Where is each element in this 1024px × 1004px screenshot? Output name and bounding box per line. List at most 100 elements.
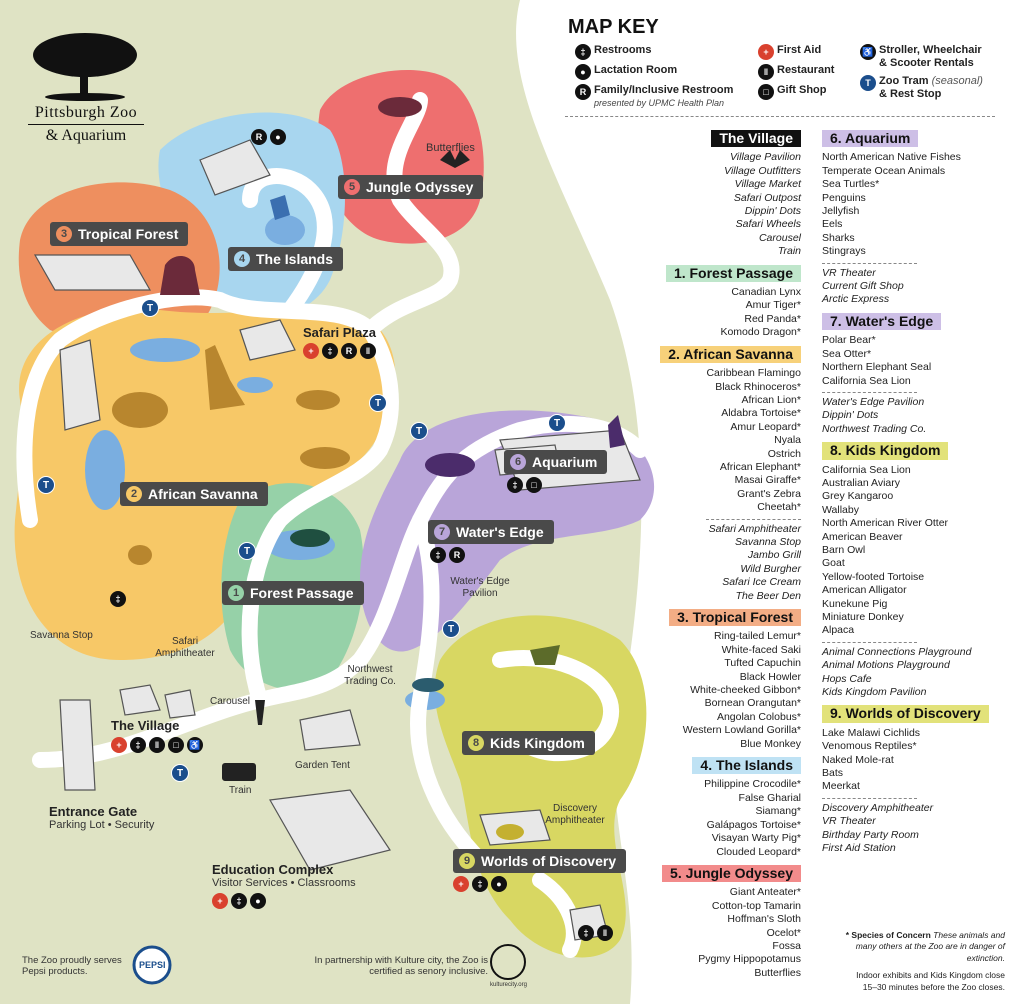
- restrooms-icon[interactable]: ‡: [430, 547, 446, 563]
- legend-venue: Arctic Express: [822, 293, 890, 306]
- snake-icon: [496, 824, 524, 840]
- tram-stop-icon[interactable]: T: [442, 620, 460, 638]
- legend-item: Dippin' Dots: [744, 205, 801, 218]
- tram-stop-icon[interactable]: T: [369, 394, 387, 412]
- restaurant-icon[interactable]: ‖: [149, 737, 165, 753]
- legend-item: California Sea Lion: [822, 374, 911, 387]
- legend-venue: VR Theater: [822, 815, 876, 828]
- legend-header[interactable]: 4. The Islands: [692, 757, 801, 775]
- tram-stop-icon[interactable]: T: [238, 542, 256, 560]
- lactation-room-icon[interactable]: ●: [491, 876, 507, 892]
- legend-item: Village Pavilion: [729, 151, 801, 164]
- key-restrooms: ‡Restrooms: [575, 44, 651, 60]
- islands-amenities: R●: [251, 129, 289, 145]
- lactation-room-icon[interactable]: ●: [250, 893, 266, 909]
- zone-number: 8: [468, 735, 484, 751]
- tram-stop-icon[interactable]: T: [548, 414, 566, 432]
- logo-line2: & Aquarium: [45, 127, 127, 144]
- zone-number: 6: [510, 454, 526, 470]
- legend-item: California Sea Lion: [822, 463, 911, 476]
- sea-lion-icon: [412, 678, 444, 692]
- legend-header[interactable]: 3. Tropical Forest: [669, 609, 801, 627]
- legend-header[interactable]: 5. Jungle Odyssey: [662, 864, 801, 883]
- rhino-icon: [300, 447, 350, 469]
- legend-item: Train: [777, 245, 801, 258]
- zone-label-aquarium[interactable]: 6 Aquarium: [504, 450, 608, 474]
- first-aid-icon[interactable]: +: [453, 876, 469, 892]
- tram-stop-icon[interactable]: T: [410, 422, 428, 440]
- legend-item: Yellow-footed Tortoise: [822, 570, 925, 583]
- tram-stop-icon[interactable]: T: [141, 299, 159, 317]
- restrooms-icon[interactable]: ‡: [110, 591, 126, 607]
- family-restroom-icon[interactable]: R: [449, 547, 465, 563]
- family-restroom-icon[interactable]: R: [251, 129, 267, 145]
- legend-item: Amur Leopard*: [730, 420, 801, 433]
- tram-stop-icon[interactable]: T: [171, 764, 189, 782]
- legend-header[interactable]: 1. Forest Passage: [665, 264, 801, 283]
- family-restroom-icon[interactable]: R: [341, 343, 357, 359]
- legend-item: Bornean Orangutan*: [704, 697, 801, 710]
- restrooms-icon[interactable]: ‡: [472, 876, 488, 892]
- restrooms-icon[interactable]: ‡: [130, 737, 146, 753]
- legend-header[interactable]: The Village: [711, 130, 801, 148]
- first-aid-icon[interactable]: +: [111, 737, 127, 753]
- restaurant-icon[interactable]: ‖: [360, 343, 376, 359]
- legend-venue: Animal Connections Playground: [822, 645, 972, 658]
- legend-item: Tufted Capuchin: [724, 657, 801, 670]
- legend-header[interactable]: 6. Aquarium: [822, 130, 919, 148]
- legend-item: Meerkat: [822, 780, 860, 793]
- legend-item: Fossa: [772, 939, 801, 952]
- restrooms-icon[interactable]: ‡: [507, 477, 523, 493]
- legend-header[interactable]: 9. Worlds of Discovery: [822, 705, 989, 723]
- key-text: First Aid: [777, 44, 822, 56]
- gift-shop-icon[interactable]: □: [168, 737, 184, 753]
- legend-item: American Beaver: [822, 530, 903, 543]
- tram-stop-icon[interactable]: T: [37, 476, 55, 494]
- legend-venue: Birthday Party Room: [822, 828, 919, 841]
- lactation-room-icon[interactable]: ●: [270, 129, 286, 145]
- stroller-icon[interactable]: ♿: [187, 737, 203, 753]
- restaurant-icon[interactable]: ‖: [597, 925, 613, 941]
- legend-header[interactable]: 2. African Savanna: [660, 345, 801, 364]
- legend-venue: VR Theater: [822, 266, 876, 279]
- legend-header[interactable]: 8. Kids Kingdom: [822, 442, 949, 460]
- legend-item: Cheetah*: [757, 501, 801, 514]
- kids-pavilion-amenities: ‡‖: [578, 925, 616, 941]
- legend-item: Nyala: [774, 434, 801, 447]
- legend-venue: Savanna Stop: [735, 535, 801, 548]
- logo-tree-icon: [33, 33, 137, 101]
- gift-shop-icon[interactable]: □: [526, 477, 542, 493]
- first-aid-icon[interactable]: +: [303, 343, 319, 359]
- restrooms-icon[interactable]: ‡: [578, 925, 594, 941]
- lactation-room-icon: ●: [575, 64, 591, 80]
- legend-header[interactable]: 7. Water's Edge: [822, 312, 942, 331]
- legend-venue: Northwest Trading Co.: [822, 422, 927, 435]
- key-text: Zoo Tram: [879, 75, 929, 87]
- first-aid-icon[interactable]: +: [212, 893, 228, 909]
- zone-name: The Islands: [256, 251, 334, 267]
- zone-name: Aquarium: [532, 454, 598, 470]
- legend-item: American Alligator: [822, 584, 907, 597]
- restrooms-icon[interactable]: ‡: [231, 893, 247, 909]
- key-divider: [565, 116, 995, 117]
- waters-edge-pavilion-label: Water's Edge Pavilion: [450, 576, 510, 599]
- carousel-icon: [255, 700, 265, 725]
- restrooms-icon[interactable]: ‡: [322, 343, 338, 359]
- zone-number: 5: [344, 179, 360, 195]
- legend-venue: Water's Edge Pavilion: [822, 395, 925, 408]
- legend-item: African Lion*: [741, 393, 801, 406]
- legend-item: Village Outfitters: [724, 164, 801, 177]
